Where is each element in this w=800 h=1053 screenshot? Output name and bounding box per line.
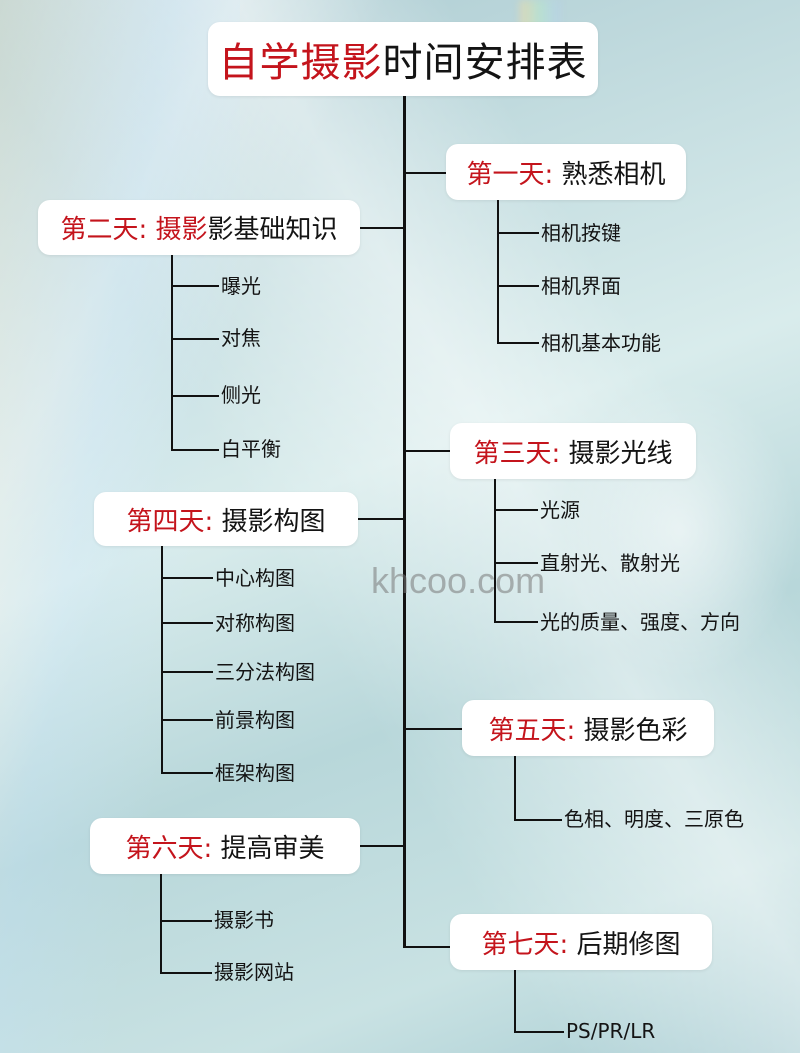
day4-connector	[358, 518, 404, 520]
day3-box: 第三天: 摄影光线	[450, 423, 696, 479]
day2-item: 侧光	[221, 383, 261, 407]
title-black-part: 时间安排表	[382, 40, 588, 86]
day1-branch-line	[497, 200, 499, 343]
day2-topic: 影基础知识	[207, 215, 338, 245]
day4-item: 前景构图	[215, 708, 295, 732]
day4-item: 框架构图	[215, 761, 295, 785]
day1-item: 相机按键	[541, 221, 621, 245]
day7-branch-line	[514, 970, 516, 1033]
day3-label: 第三天:	[473, 438, 561, 469]
day2-item2-connector	[171, 338, 219, 340]
day7-label: 第七天:	[481, 929, 569, 960]
day1-item1-connector	[497, 232, 539, 234]
day1-item3-connector	[497, 342, 539, 344]
day2-branch-line	[171, 255, 173, 451]
day7-topic: 后期修图	[576, 929, 681, 960]
day5-connector	[404, 728, 462, 730]
day6-item: 摄影网站	[214, 960, 294, 984]
day4-item4-connector	[161, 719, 213, 721]
day5-branch-line	[514, 756, 516, 821]
day2-item: 曝光	[221, 274, 261, 298]
day6-branch-line	[160, 874, 162, 974]
day3-item: 直射光、散射光	[540, 551, 680, 575]
day2-box: 第二天: 摄影影基础知识	[38, 200, 360, 255]
day5-item1-connector	[514, 819, 562, 821]
day7-item: PS/PR/LR	[566, 1019, 656, 1043]
day5-topic: 摄影色彩	[583, 715, 688, 746]
day2-item1-connector	[171, 285, 219, 287]
day4-item1-connector	[161, 577, 213, 579]
day3-item1-connector	[494, 509, 538, 511]
day2-item4-connector	[171, 449, 219, 451]
watermark-text: khcoo.com	[371, 560, 546, 601]
day1-topic: 熟悉相机	[561, 159, 666, 190]
day1-item2-connector	[497, 285, 539, 287]
day1-box: 第一天: 熟悉相机	[446, 144, 686, 200]
day2-item: 白平衡	[221, 437, 281, 461]
day6-connector	[360, 845, 404, 847]
day3-item: 光源	[540, 498, 580, 522]
day4-item: 对称构图	[215, 611, 295, 635]
day7-item1-connector	[514, 1031, 564, 1033]
day4-topic: 摄影构图	[221, 506, 326, 537]
day4-box: 第四天: 摄影构图	[94, 492, 358, 546]
day3-item: 光的质量、强度、方向	[540, 610, 740, 634]
day2-connector	[360, 227, 404, 229]
day3-topic: 摄影光线	[568, 438, 673, 469]
day7-box: 第七天: 后期修图	[450, 914, 712, 970]
day2-label-red-extra: 摄影	[155, 215, 208, 245]
day6-box: 第六天: 提高审美	[90, 818, 360, 874]
day3-branch-line	[494, 479, 496, 622]
title-red-part: 自学摄影	[218, 40, 383, 86]
day4-item5-connector	[161, 772, 213, 774]
day3-item2-connector	[494, 562, 538, 564]
day6-item: 摄影书	[214, 908, 274, 932]
day6-topic: 提高审美	[220, 833, 325, 864]
day1-item: 相机基本功能	[541, 331, 661, 355]
day3-connector	[404, 450, 450, 452]
day5-box: 第五天: 摄影色彩	[462, 700, 714, 756]
day2-label: 第二天:	[60, 215, 148, 245]
day5-item: 色相、明度、三原色	[564, 807, 744, 831]
day6-item2-connector	[160, 972, 212, 974]
day3-item3-connector	[494, 621, 538, 623]
day4-branch-line	[161, 546, 163, 773]
day7-connector	[404, 946, 452, 948]
day2-item: 对焦	[221, 326, 261, 350]
day4-item: 三分法构图	[215, 660, 315, 684]
day1-item: 相机界面	[541, 274, 621, 298]
day2-item3-connector	[171, 395, 219, 397]
day4-item2-connector	[161, 622, 213, 624]
day6-item1-connector	[160, 920, 212, 922]
day1-label: 第一天:	[466, 159, 554, 190]
day1-connector	[404, 172, 446, 174]
day6-label: 第六天:	[125, 833, 213, 864]
title-box: 自学摄影时间安排表	[208, 22, 598, 96]
day4-item: 中心构图	[215, 566, 295, 590]
day4-item3-connector	[161, 671, 213, 673]
main-trunk-line	[403, 96, 406, 948]
day5-label: 第五天:	[488, 715, 576, 746]
day4-label: 第四天:	[126, 506, 214, 537]
